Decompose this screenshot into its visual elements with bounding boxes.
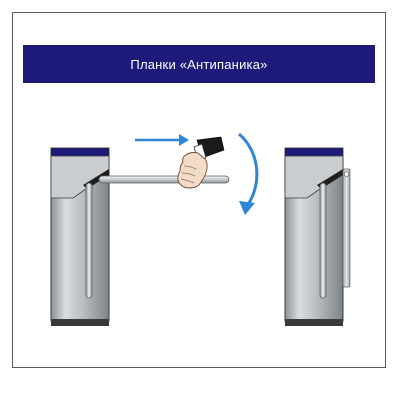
banner-title: Планки «Антипаника» <box>130 56 268 72</box>
barrier-bar <box>98 175 230 184</box>
anti-panic-bar-folded <box>342 168 351 288</box>
hand-icon <box>177 136 225 189</box>
turnstile-right-cabinet <box>284 147 344 326</box>
diagram-frame: Планки «Антипаника» <box>12 12 386 368</box>
turnstile-illustration <box>50 132 351 326</box>
title-banner: Планки «Антипаника» <box>23 45 375 83</box>
push-arrow-icon <box>135 134 189 146</box>
rotate-down-arrow-icon <box>237 132 259 215</box>
turnstile-left-cabinet <box>50 147 110 326</box>
